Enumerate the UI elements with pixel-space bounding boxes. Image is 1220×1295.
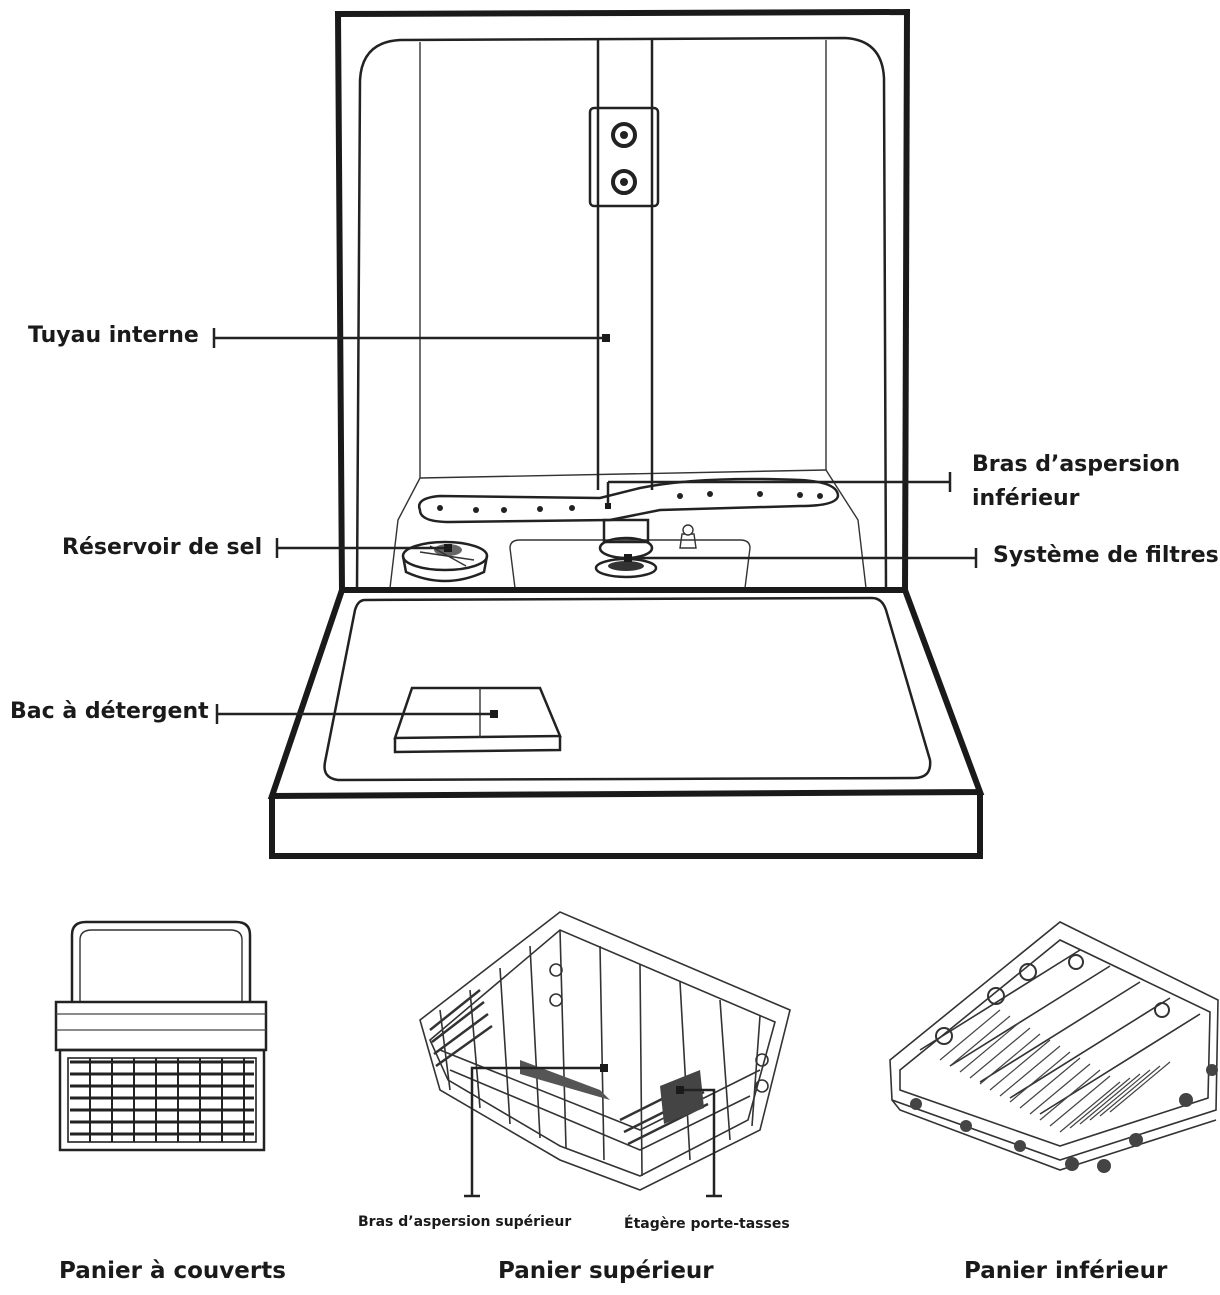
- label-systeme-filtres: Système de filtres: [993, 543, 1219, 568]
- dishwasher-door: [267, 587, 985, 859]
- label-bras-aspersion-inferieur-line2: inférieur: [972, 486, 1080, 511]
- label-etagere-porte-tasses: Étagère porte-tasses: [624, 1216, 790, 1232]
- detergent-dispenser: [393, 686, 562, 754]
- label-reservoir-sel: Réservoir de sel: [62, 535, 263, 560]
- caption-panier-inferieur: Panier inférieur: [964, 1258, 1168, 1284]
- upper-basket-leader-lines: [464, 1064, 722, 1198]
- caption-panier-couverts: Panier à couverts: [59, 1258, 286, 1284]
- label-bac-detergent: Bac à détergent: [10, 699, 209, 724]
- upper-basket: [419, 911, 791, 1191]
- leader-lines: [212, 328, 978, 724]
- cutlery-basket: [54, 920, 268, 1152]
- label-bras-aspersion-inferieur-line1: Bras d’aspersion: [972, 452, 1181, 477]
- internal-pipe: [588, 40, 660, 490]
- dishwasher-tub: [334, 8, 911, 593]
- label-bras-aspersion-superieur: Bras d’aspersion supérieur: [358, 1214, 572, 1230]
- caption-panier-superieur: Panier supérieur: [498, 1258, 714, 1284]
- lower-basket: [889, 921, 1219, 1173]
- label-tuyau-interne: Tuyau interne: [28, 323, 199, 348]
- lower-spray-arm: [417, 477, 840, 524]
